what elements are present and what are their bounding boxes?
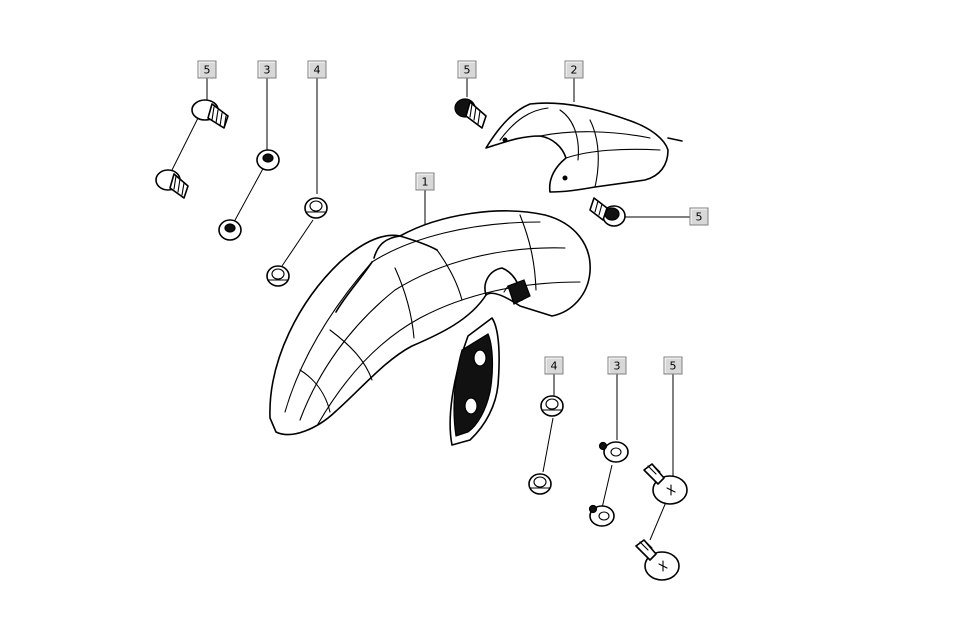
callout-label: 5 xyxy=(204,64,211,77)
leader-pair-3-a xyxy=(233,164,266,223)
nut-3-upper-b xyxy=(218,219,242,241)
callout-2[interactable]: 2 xyxy=(564,60,584,79)
screw-5-lower-right-b xyxy=(635,539,680,581)
callout-label: 3 xyxy=(264,64,271,77)
callout-label: 5 xyxy=(464,64,471,77)
callout-label: 4 xyxy=(314,64,321,77)
screw-5-lower-right-a xyxy=(643,463,688,505)
leader-pair-3-b xyxy=(601,464,613,509)
callout-5-d[interactable]: 5 xyxy=(663,356,683,375)
screw-5-upper-left-b xyxy=(155,169,189,199)
grommet-4-lower-b xyxy=(528,473,552,495)
grommet-4-upper-a xyxy=(304,197,328,219)
callout-4-b[interactable]: 4 xyxy=(544,356,564,375)
front-fender-part-1 xyxy=(269,210,591,446)
grommet-4-upper-b xyxy=(266,265,290,287)
fender-extension-part-2 xyxy=(485,102,683,193)
callout-5-a[interactable]: 5 xyxy=(197,60,217,79)
callout-label: 2 xyxy=(571,64,578,77)
screw-5-upper-left-a xyxy=(191,99,229,129)
leader-pair-4-a xyxy=(281,219,314,267)
leader-lines xyxy=(171,77,690,541)
callout-5-b[interactable]: 5 xyxy=(457,60,477,79)
washer-3-lower-b xyxy=(588,504,615,527)
screw-5-upper-mid xyxy=(454,98,487,129)
callout-1[interactable]: 1 xyxy=(415,172,435,191)
leader-pair-5-a xyxy=(171,117,199,171)
callout-3-b[interactable]: 3 xyxy=(607,356,627,375)
screw-5-right-mid xyxy=(589,197,626,227)
washer-3-lower-a xyxy=(598,441,629,463)
callout-label: 5 xyxy=(670,360,677,373)
callout-label: 1 xyxy=(422,176,429,189)
callout-label: 4 xyxy=(551,360,558,373)
callout-5-c[interactable]: 5 xyxy=(689,207,709,226)
callout-label: 5 xyxy=(696,211,703,224)
callout-label: 3 xyxy=(614,360,621,373)
nut-3-upper-a xyxy=(256,149,280,171)
callout-4-a[interactable]: 4 xyxy=(307,60,327,79)
callout-3-a[interactable]: 3 xyxy=(257,60,277,79)
leader-pair-5-d xyxy=(649,501,667,541)
grommet-4-lower-a xyxy=(540,395,564,417)
leader-pair-4-b xyxy=(542,417,554,473)
